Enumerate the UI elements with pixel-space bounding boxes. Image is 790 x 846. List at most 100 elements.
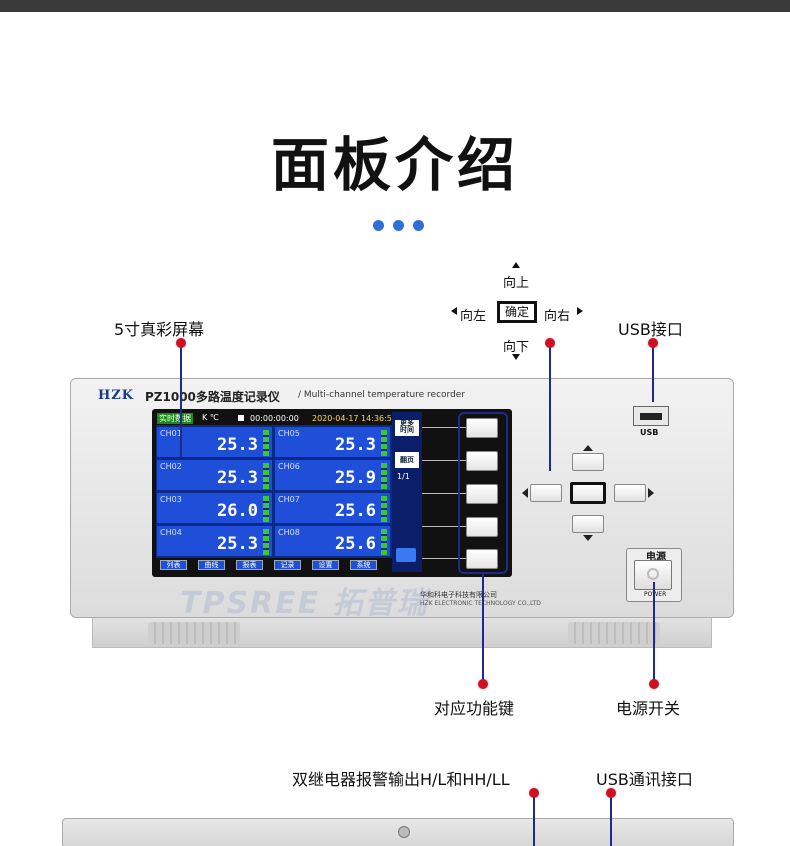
channel-name: CH05 [278,429,300,438]
arrow-left-icon [522,488,528,498]
nav-ok-key[interactable] [570,482,606,504]
callout-dot-relay [529,788,539,798]
function-key-5[interactable] [466,549,498,569]
side-page-indicator: 1/1 [397,472,410,481]
rear-panel [62,818,734,846]
usb-port[interactable] [633,406,669,426]
channel-name: CH02 [160,462,182,471]
alarm-indicator [263,463,269,489]
page-title: 面板介绍 [270,131,519,199]
callout-dot-usb [648,338,658,348]
screen-side-panel: 更多 时间 翻页 1/1 [392,412,422,572]
usb-slot [640,413,662,420]
status-datetime: 2020-04-17 14:36:51 [312,414,397,423]
screen-tab-list: 列表 [160,560,187,570]
nav-up-label: 向上 [503,276,530,291]
channel-value: 25.3 [217,534,258,554]
status-elapsed: 00:00:00:00 [250,414,299,423]
arrow-left-icon [451,307,457,315]
side-page-button: 翻页 [395,452,419,468]
watermark: TPSREE 拓普瑞 [180,586,429,621]
screen-tab-report: 报表 [236,560,263,570]
maker-name: 华和科电子科技有限公司 [420,591,497,599]
callout-usb-comm: USB通讯接口 [596,770,693,789]
arrow-up-icon [583,445,593,451]
alarm-indicator [381,496,387,522]
channel-cell: CH04 25.3 [156,525,273,557]
device-foot-right [568,622,660,644]
key-line [422,526,466,527]
dot [373,220,384,231]
screen-tab-record: 记录 [274,560,301,570]
maker-name-en: HZK ELECTRONIC TECHNOLOGY CO.,LTD [420,600,541,607]
channel-value: 25.6 [335,534,376,554]
power-sub-label: POWER [644,591,667,598]
channel-cell: CH05 25.3 [274,426,391,458]
function-key-1[interactable] [466,418,498,438]
channel-cell: CH03 26.0 [156,492,273,524]
channel-cell: CH02 25.3 [156,459,273,491]
channel-name: CH01 [160,429,182,438]
nav-right-label: 向右 [544,309,571,324]
callout-function-keys: 对应功能键 [434,699,515,718]
callout-dot-power [649,679,659,689]
key-line [422,558,466,559]
power-icon [647,568,659,580]
channel-name: CH08 [278,528,300,537]
nav-down-key[interactable] [572,515,604,533]
nav-ok-box: 确定 [497,301,537,323]
channel-value: 25.3 [335,435,376,455]
function-key-2[interactable] [466,451,498,471]
channel-cell: CH06 25.9 [274,459,391,491]
screw-icon [398,826,410,838]
top-bar [0,0,790,12]
callout-screen: 5寸真彩屏幕 [114,320,205,339]
alarm-indicator [381,463,387,489]
callout-relay: 双继电器报警输出H/L和HH/LL [292,770,510,789]
alarm-indicator [263,529,269,555]
alarm-indicator [381,430,387,456]
device-foot-left [148,622,240,644]
arrow-down-icon [512,354,520,360]
screen-tab-curve: 曲线 [198,560,225,570]
leader-line-nav [549,346,551,471]
dot [413,220,424,231]
dot [393,220,404,231]
side-more-button: 更多 时间 [395,420,419,436]
channel-name: CH07 [278,495,300,504]
function-key-3[interactable] [466,484,498,504]
alarm-indicator [263,496,269,522]
callout-usb: USB接口 [618,320,683,339]
function-keys-outline [458,412,508,574]
channel-cell: CH07 25.6 [274,492,391,524]
record-indicator-icon [238,415,244,421]
channel-cell: CH01 25.3 [156,426,273,458]
leader-line-usb-comm [610,792,612,846]
usb-label: USB [640,428,659,437]
channel-value: 25.9 [335,468,376,488]
arrow-up-icon [512,262,520,268]
nav-left-label: 向左 [460,309,487,324]
alarm-indicator [381,529,387,555]
callout-dot-function-keys [478,679,488,689]
leader-line-screen [180,346,182,458]
channel-value: 25.6 [335,501,376,521]
nav-down-label: 向下 [503,340,530,355]
channel-name: CH06 [278,462,300,471]
callout-dot-screen [176,338,186,348]
status-bar: 实时数据 K ℃ 00:00:00:00 2020-04-17 14:36:51 [156,412,397,425]
status-mode: 实时数据 [157,413,193,424]
usb-drive-icon [396,548,416,562]
leader-line-function-keys [482,574,484,680]
nav-left-key[interactable] [530,484,562,502]
nav-right-key[interactable] [614,484,646,502]
nav-up-key[interactable] [572,453,604,471]
model-name: PZ1000多路温度记录仪 [145,390,280,404]
key-line [422,460,466,461]
model-name-en: / Multi-channel temperature recorder [298,390,466,400]
callout-dot-usb-comm [606,788,616,798]
arrow-down-icon [583,535,593,541]
arrow-right-icon [577,307,583,315]
function-key-4[interactable] [466,517,498,537]
leader-line-usb [652,346,654,402]
